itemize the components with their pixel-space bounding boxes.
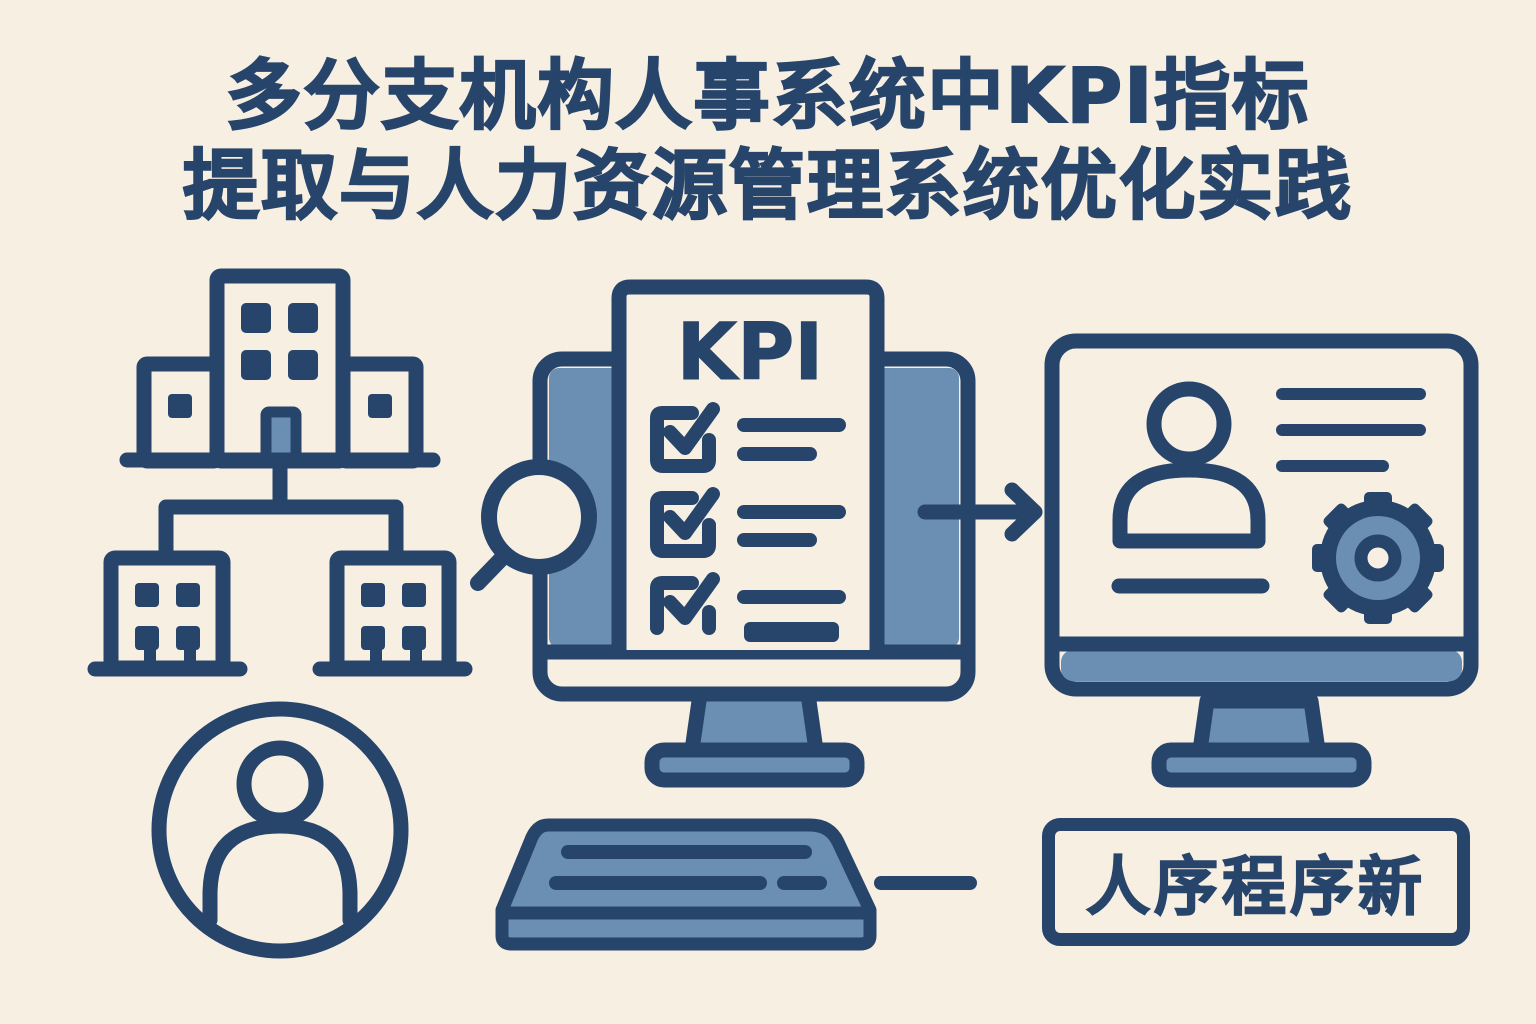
arrow-right-icon [917,482,1043,542]
gear-icon [1312,492,1444,624]
bottom-label-text: 人序程序新 [1085,850,1426,926]
multi-branch-buildings-icon [87,268,473,677]
title-line-2: 提取与人力资源管理系统优化实践 [182,141,1353,230]
title-line-1: 多分支机构人事系统中KPI指标 [225,51,1311,140]
kpi-heading: KPI [676,308,824,398]
keyboard-icon [495,818,977,951]
user-circle-icon [151,701,409,959]
kpi-monitor-icon [532,279,976,788]
bottom-label-box: 人序程序新 [1042,818,1470,946]
magnifier-icon [470,459,597,591]
